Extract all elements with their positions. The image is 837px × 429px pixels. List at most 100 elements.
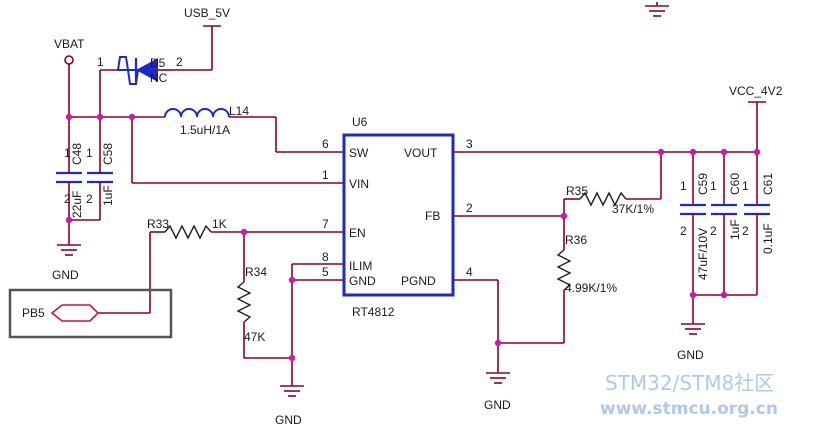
u6-pin-en-num: 7	[322, 217, 329, 231]
r35-ref: R35	[566, 184, 588, 198]
junction-dot	[65, 216, 73, 224]
c60-value: 1uF	[728, 219, 742, 240]
u6-pin-ilim: ILIM	[349, 259, 372, 273]
pb5-label: PB5	[22, 306, 45, 320]
d5-value: NC	[150, 71, 168, 85]
ic-u6-body	[342, 133, 455, 297]
c48-ref: C48	[70, 143, 84, 165]
c48-p2: 2	[64, 192, 71, 206]
diode-d5	[100, 56, 172, 85]
u6-part: RT4812	[352, 305, 395, 319]
pb5-highlight-box	[8, 288, 173, 339]
r34-ref: R34	[245, 265, 267, 279]
net-label-vbat: VBAT	[54, 37, 85, 51]
junction-dot	[128, 113, 136, 121]
c61-p1: 1	[742, 179, 749, 193]
u6-pin-vin-num: 1	[322, 168, 329, 182]
c61-ref: C61	[761, 173, 775, 195]
junction-dot	[657, 148, 665, 156]
inductor-l14	[164, 108, 344, 153]
c61-value: 0.1uF	[761, 223, 775, 254]
ground-symbol-right	[681, 323, 705, 335]
junction-dots	[65, 113, 761, 362]
c58-value: 1uF	[101, 185, 115, 206]
c61-p2: 2	[742, 224, 749, 238]
resistor-r35	[579, 191, 627, 207]
c60-p2: 2	[710, 224, 717, 238]
watermark-line2: www.stmcu.org.cn	[600, 399, 778, 419]
c58-p1: 1	[86, 146, 93, 160]
u6-pin-sw: SW	[349, 146, 369, 160]
c48-p1: 1	[64, 146, 71, 160]
power-symbol-usb	[172, 25, 221, 71]
capacitor-c61	[744, 152, 770, 295]
u6-pin-ilim-num: 8	[322, 250, 329, 264]
junction-dot	[560, 212, 568, 220]
u6-pin-en: EN	[349, 226, 366, 240]
gnd-label-right: GND	[677, 348, 704, 362]
u6-pin-gnd-num: 5	[322, 265, 329, 279]
d5-ref: D5	[150, 56, 166, 70]
gnd-label-left: GND	[52, 268, 79, 282]
r34-value: 47K	[244, 330, 265, 344]
u6-pin-pgnd: PGND	[401, 274, 436, 288]
pb5-port	[50, 304, 100, 322]
vbat-terminal	[64, 55, 74, 65]
u6-pin-fb: FB	[425, 209, 440, 223]
resistor-r33	[164, 224, 212, 240]
r36-value: 4.99K/1%	[565, 281, 617, 295]
u6-pin-fb-num: 2	[466, 201, 473, 215]
ground-symbol-pgnd	[486, 372, 510, 384]
ground-symbol-left	[57, 244, 81, 256]
junction-dot	[96, 113, 104, 121]
junction-dot	[720, 148, 728, 156]
c58-ref: C58	[101, 143, 115, 165]
d5-pin1: 1	[97, 55, 104, 69]
resistor-r34	[236, 281, 252, 323]
c60-p1: 1	[710, 179, 717, 193]
d5-pin2: 2	[176, 55, 183, 69]
junction-dot	[288, 276, 296, 284]
junction-dot	[753, 148, 761, 156]
u6-pin-gnd: GND	[349, 274, 376, 288]
junction-dot	[65, 113, 73, 121]
junction-dot	[494, 339, 502, 347]
junction-dot	[240, 228, 248, 236]
ground-symbol-top	[645, 2, 669, 17]
c59-p1: 1	[680, 179, 687, 193]
c59-value: 47uF/10V	[696, 228, 710, 280]
resistor-r36	[556, 249, 572, 291]
u6-pin-pgnd-num: 4	[466, 265, 473, 279]
r33-ref: R33	[147, 217, 169, 231]
watermark-line1: STM32/STM8社区	[605, 371, 774, 395]
u6-pin-sw-num: 6	[322, 137, 329, 151]
u6-pin-vin: VIN	[349, 177, 369, 191]
r36-ref: R36	[565, 233, 587, 247]
c59-p2: 2	[680, 224, 687, 238]
c48-value: 22uF	[70, 191, 84, 218]
u6-pin-vout: VOUT	[404, 146, 438, 160]
junction-dot	[288, 354, 296, 362]
u6-ref: U6	[352, 115, 368, 129]
ground-symbol-u6	[280, 385, 304, 397]
l14-ref: L14	[229, 104, 249, 118]
gnd-label-pgnd: GND	[484, 398, 511, 412]
c58-p2: 2	[86, 192, 93, 206]
capacitor-c60	[711, 152, 737, 295]
gnd-label-u6: GND	[275, 413, 302, 427]
r35-value: 37K/1%	[612, 202, 654, 216]
capacitor-c48	[56, 160, 82, 220]
c60-ref: C60	[728, 173, 742, 195]
capacitor-c59	[680, 152, 706, 295]
junction-dot	[720, 291, 728, 299]
capacitor-c58	[87, 160, 113, 220]
junction-dot	[689, 148, 697, 156]
u6-pin-vout-num: 3	[466, 137, 473, 151]
r33-value: 1K	[212, 217, 227, 231]
junction-dot	[689, 291, 697, 299]
c59-ref: C59	[696, 173, 710, 195]
l14-value: 1.5uH/1A	[180, 123, 230, 137]
net-label-vcc-4v2: VCC_4V2	[729, 84, 783, 98]
net-label-usb-5v: USB_5V	[184, 6, 230, 20]
